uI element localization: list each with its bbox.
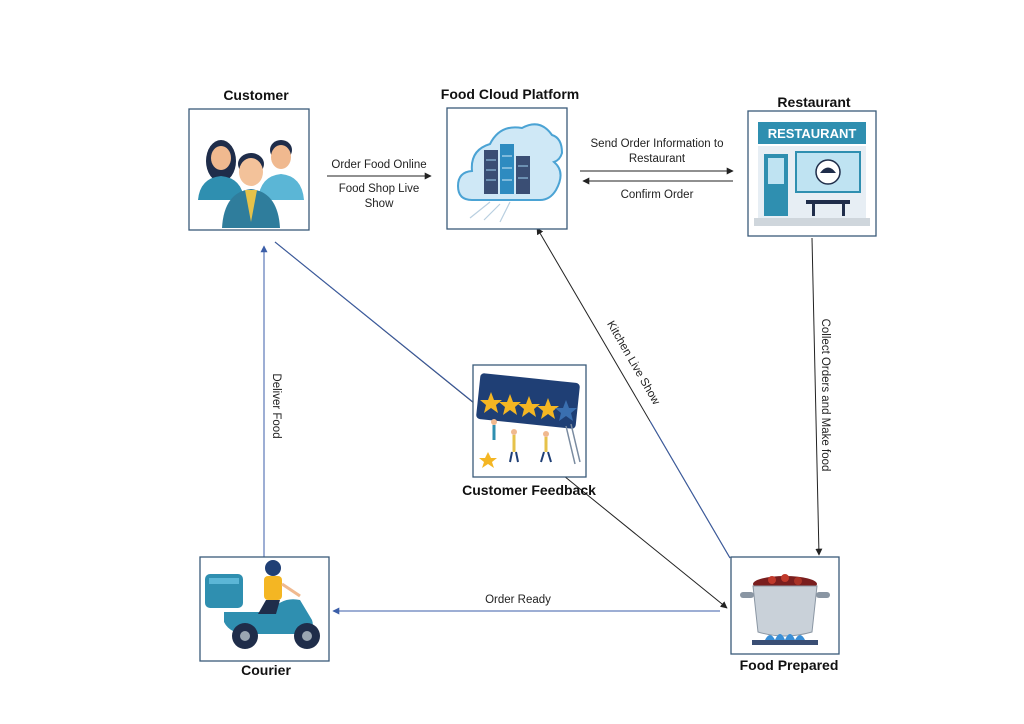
edge-collect [811, 237, 823, 556]
live-show-label-line1: Food Shop Live [338, 183, 420, 195]
customer-title: Customer [223, 87, 289, 103]
prepared-node [730, 556, 840, 655]
scooter-icon [205, 560, 320, 649]
people-icon [198, 140, 304, 228]
courier-node [199, 556, 330, 662]
courier-title: Courier [241, 662, 291, 678]
prepared-title: Food Prepared [739, 657, 839, 673]
confirm-order-label: Confirm Order [620, 189, 694, 201]
deliver-food-label: Deliver Food [270, 373, 282, 439]
send-info-label-line1: Send Order Information to [590, 138, 724, 150]
order-online-label: Order Food Online [331, 159, 427, 171]
live-show-label-line2: Show [364, 198, 394, 210]
restaurant-storefront-icon: RESTAURANT [754, 122, 870, 226]
feedback-title: Customer Feedback [462, 482, 596, 498]
cooking-pot-icon [740, 574, 830, 645]
platform-node [446, 107, 568, 230]
send-info-label-line2: Restaurant [628, 153, 686, 165]
restaurant-sign: RESTAURANT [768, 126, 857, 141]
platform-title: Food Cloud Platform [440, 86, 580, 102]
collect-orders-label: Collect Orders and Make food [819, 318, 831, 472]
rating-stars-icon [476, 373, 581, 468]
edge-kitchen-blue [649, 420, 731, 559]
cloud-server-icon [456, 123, 564, 223]
order-ready-label: Order Ready [485, 594, 551, 606]
edge-customer-prepared-blue [274, 241, 479, 407]
restaurant-node: RESTAURANT [747, 110, 877, 237]
customer-node [188, 108, 310, 231]
restaurant-title: Restaurant [777, 94, 851, 110]
feedback-node [472, 364, 587, 478]
